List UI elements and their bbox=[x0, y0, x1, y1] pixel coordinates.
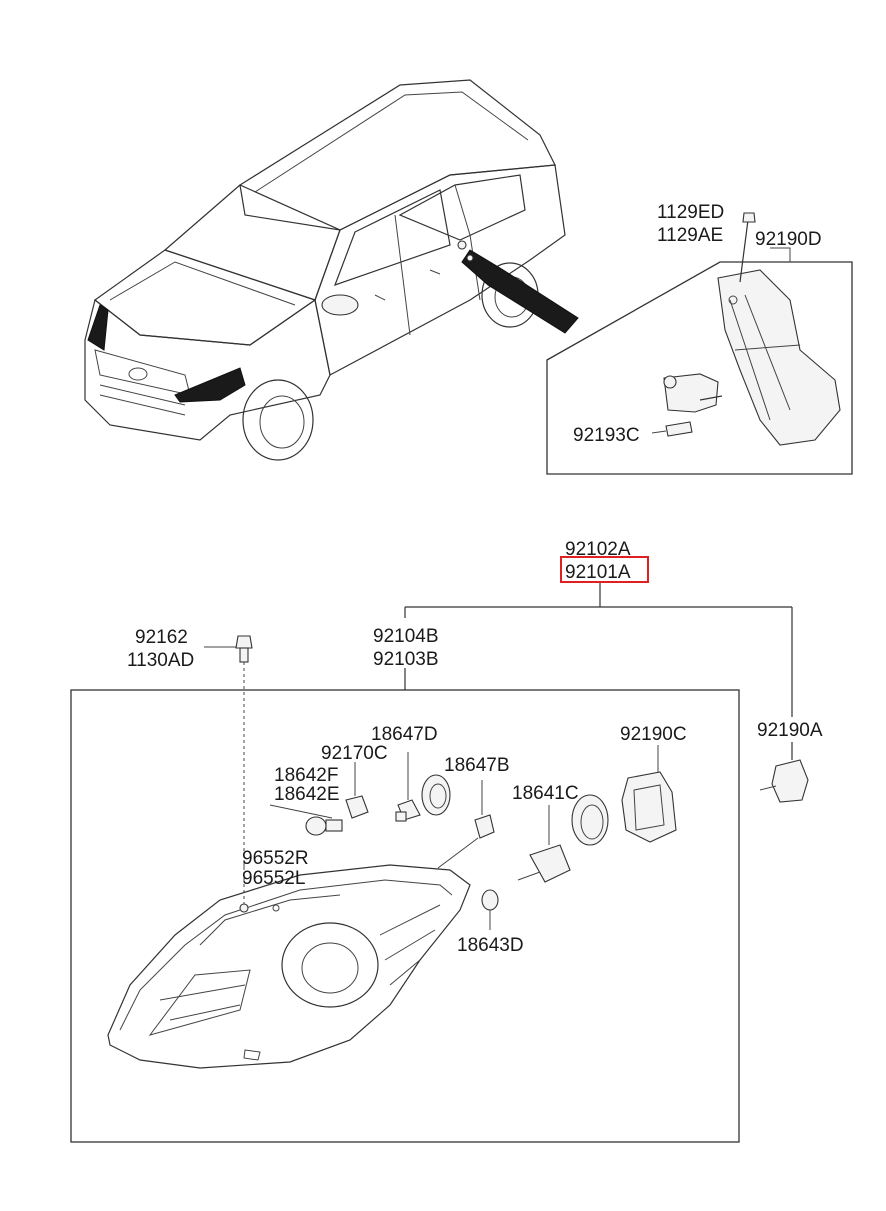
headlamp-assembly-box bbox=[70, 689, 740, 1143]
label-18643D: 18643D bbox=[457, 935, 524, 956]
vehicle-illustration bbox=[84, 79, 579, 461]
bracket-detail-box bbox=[546, 212, 853, 475]
highlight-box bbox=[560, 556, 649, 583]
label-18642E: 18642E bbox=[274, 784, 340, 805]
bolt-92162 bbox=[235, 635, 253, 905]
label-92101A: 92101A bbox=[565, 562, 631, 583]
label-92190A: 92190A bbox=[757, 720, 823, 741]
label-92190C: 92190C bbox=[620, 724, 687, 745]
label-18642F: 18642F bbox=[274, 765, 338, 786]
component-parts bbox=[243, 745, 809, 930]
label-92102A: 92102A bbox=[565, 539, 631, 560]
headlamp-housing bbox=[107, 864, 471, 1069]
label-92103B: 92103B bbox=[373, 649, 439, 670]
label-1129ED: 1129ED bbox=[657, 202, 724, 223]
label-96552L: 96552L bbox=[242, 868, 305, 889]
label-18647B: 18647B bbox=[444, 755, 510, 776]
label-92193C: 92193C bbox=[573, 425, 640, 446]
label-1130AD: 1130AD bbox=[127, 650, 194, 671]
label-92162: 92162 bbox=[135, 627, 188, 648]
assembly-leader-lines bbox=[204, 582, 793, 760]
label-1129AE: 1129AE bbox=[657, 225, 723, 246]
label-18641C: 18641C bbox=[512, 783, 579, 804]
label-96552R: 96552R bbox=[242, 848, 309, 869]
label-18647D: 18647D bbox=[371, 724, 438, 745]
label-92190D: 92190D bbox=[755, 229, 822, 250]
label-92104B: 92104B bbox=[373, 626, 439, 647]
label-92170C: 92170C bbox=[321, 743, 388, 764]
